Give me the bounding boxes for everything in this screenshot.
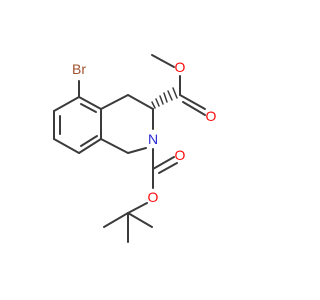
chemical-structure-canvas: Br N O O O O <box>53 54 217 243</box>
double-bond-inner <box>80 103 97 113</box>
molecule-diagram: Br N O O O O <box>53 54 217 243</box>
bond <box>127 94 154 110</box>
bond <box>152 156 175 170</box>
bond <box>100 94 129 110</box>
nitrogen-label: N <box>148 131 158 147</box>
hash <box>167 90 173 101</box>
hash <box>155 98 160 107</box>
carbamate-carbonyl-oxygen-label: O <box>175 147 186 163</box>
aromatic-ring <box>53 80 102 154</box>
bond <box>182 101 206 116</box>
ester-methoxy-oxygen-label: O <box>175 59 186 75</box>
bond <box>53 138 80 154</box>
saturated-ring <box>100 94 154 154</box>
bond <box>78 96 102 110</box>
bond <box>100 138 129 154</box>
bond <box>158 162 178 174</box>
double-bond-inner <box>80 135 98 147</box>
bond <box>127 147 147 154</box>
bond <box>127 212 153 228</box>
methyl-ester-group <box>151 54 206 116</box>
hashed-wedge-bond <box>151 87 178 109</box>
bond <box>78 138 102 154</box>
bond <box>127 202 148 214</box>
bromine-label: Br <box>72 61 86 77</box>
hash <box>151 101 156 109</box>
ester-carbonyl-oxygen-label: O <box>206 108 217 124</box>
bond <box>53 96 80 112</box>
boc-group <box>103 148 178 243</box>
hash <box>159 95 164 105</box>
bond <box>151 54 175 68</box>
hash <box>172 87 178 99</box>
hash <box>163 92 168 103</box>
carbamate-ether-oxygen-label: O <box>148 189 159 205</box>
bond <box>179 94 206 110</box>
bond <box>103 212 129 228</box>
